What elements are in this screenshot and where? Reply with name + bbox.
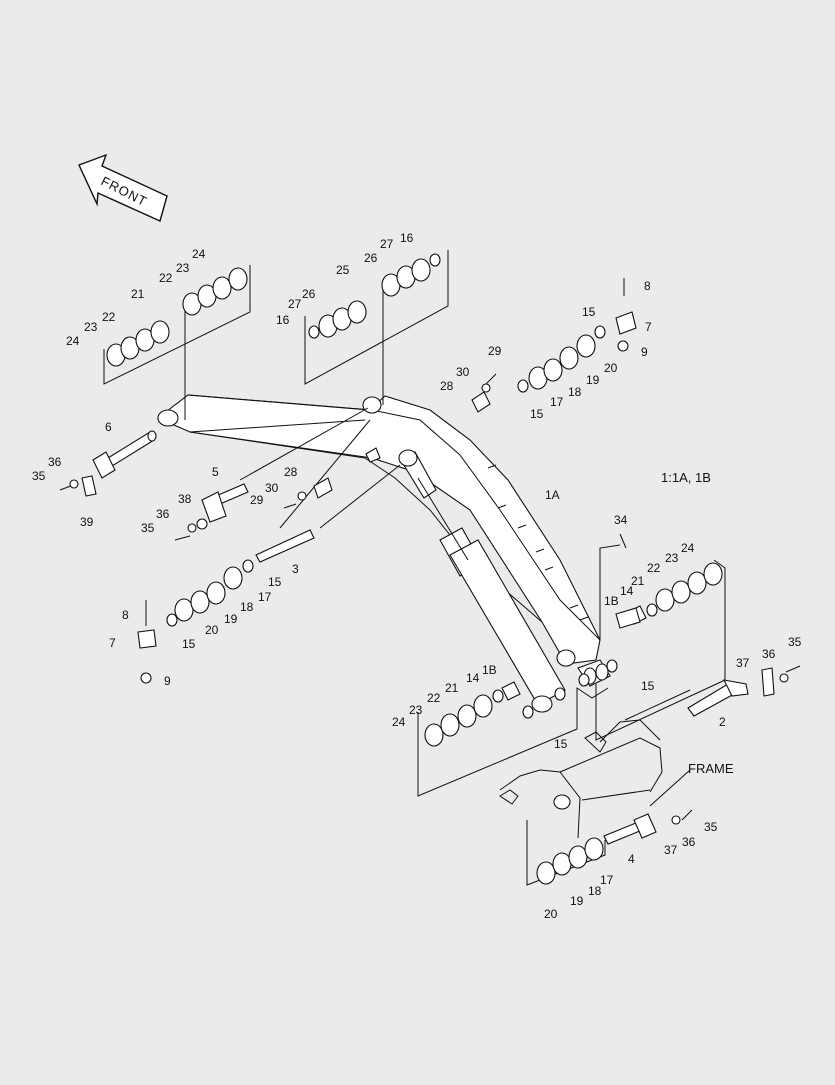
callout-label: 23 [176,261,190,275]
callout-label: 36 [156,507,170,521]
callout-label: 35 [32,469,46,483]
callout-label: 4 [628,852,635,866]
callout-label: 3 [292,562,299,576]
callout-label: 35 [704,820,718,834]
callout-label: 9 [641,345,648,359]
callout-label: 17 [600,873,614,887]
callout-label: 15 [268,575,282,589]
callout-label: 37 [664,843,678,857]
frame-bracket [499,719,663,839]
callout-label: 22 [102,310,116,324]
callout-label: 2 [719,715,726,729]
callout-label: 8 [122,608,129,622]
callout-label: 27 [380,237,394,251]
callout-label: 14 [620,584,634,598]
callout-label: 36 [682,835,696,849]
callout-label: 26 [364,251,378,265]
callout-label: 27 [288,297,302,311]
callout-label: 23 [665,551,679,565]
callout-label: 16 [400,231,414,245]
callout-label: 21 [131,287,145,301]
callout-label: 38 [178,492,192,506]
callout-label: 9 [164,674,171,688]
scale-label: 1:1A, 1B [661,470,711,485]
callout-label: 1B [482,663,497,677]
callout-label: 25 [336,263,350,277]
callout-label: 22 [647,561,661,575]
washer-stacks [106,253,723,885]
callout-label: 30 [456,365,470,379]
callout-label: 17 [550,395,564,409]
callout-label: 20 [544,907,558,921]
callout-label: 34 [614,513,628,527]
callout-label: 24 [392,715,406,729]
callout-label: 19 [570,894,584,908]
callout-label: 28 [440,379,454,393]
callout-label: 29 [488,344,502,358]
boom-assembly [156,394,611,687]
callout-label: 30 [265,481,279,495]
callout-label: 8 [644,279,651,293]
callout-label: 18 [240,600,254,614]
callout-label: 7 [109,636,116,650]
front-arrow: FRONT [78,153,168,222]
callout-label: 24 [66,334,80,348]
callout-label: 15 [182,637,196,651]
callout-label: 1B [604,594,619,608]
callout-label: 22 [159,271,173,285]
callout-label: 20 [205,623,219,637]
callout-label: 20 [604,361,618,375]
callout-label: 36 [48,455,62,469]
callout-label: 24 [681,541,695,555]
callout-label: 14 [466,671,480,685]
callout-label: 29 [250,493,264,507]
callout-label: 15 [530,407,544,421]
callout-label: 17 [258,590,272,604]
callout-label: 19 [224,612,238,626]
callout-label: 18 [568,385,582,399]
callout-label: 28 [284,465,298,479]
callout-label: 1A [545,488,560,502]
callout-label: 6 [105,420,112,434]
callout-label: 15 [582,305,596,319]
callout-label: 35 [788,635,802,649]
callout-label: 19 [586,373,600,387]
callout-label: 21 [631,574,645,588]
callout-label: 24 [192,247,206,261]
callout-label: 21 [445,681,459,695]
callout-label: 36 [762,647,776,661]
callout-label: 16 [276,313,290,327]
callout-label: 37 [736,656,750,670]
callout-label: 7 [645,320,652,334]
pins-and-hardware [59,278,801,845]
callout-label: 18 [588,884,602,898]
callout-label: 39 [80,515,94,529]
leader-lines [103,250,726,886]
callout-label: 5 [212,465,219,479]
callout-label: 23 [409,703,423,717]
callout-label: 23 [84,320,98,334]
callout-label: 15 [641,679,655,693]
callout-label: 35 [141,521,155,535]
callout-label: 26 [302,287,316,301]
boom-cylinder [398,449,566,713]
callout-label: 15 [554,737,568,751]
frame-label: FRAME [688,761,734,776]
callout-label: 22 [427,691,441,705]
callout-labels: 24 23 22 21 22 23 24 16 27 26 25 26 27 1… [32,231,802,921]
